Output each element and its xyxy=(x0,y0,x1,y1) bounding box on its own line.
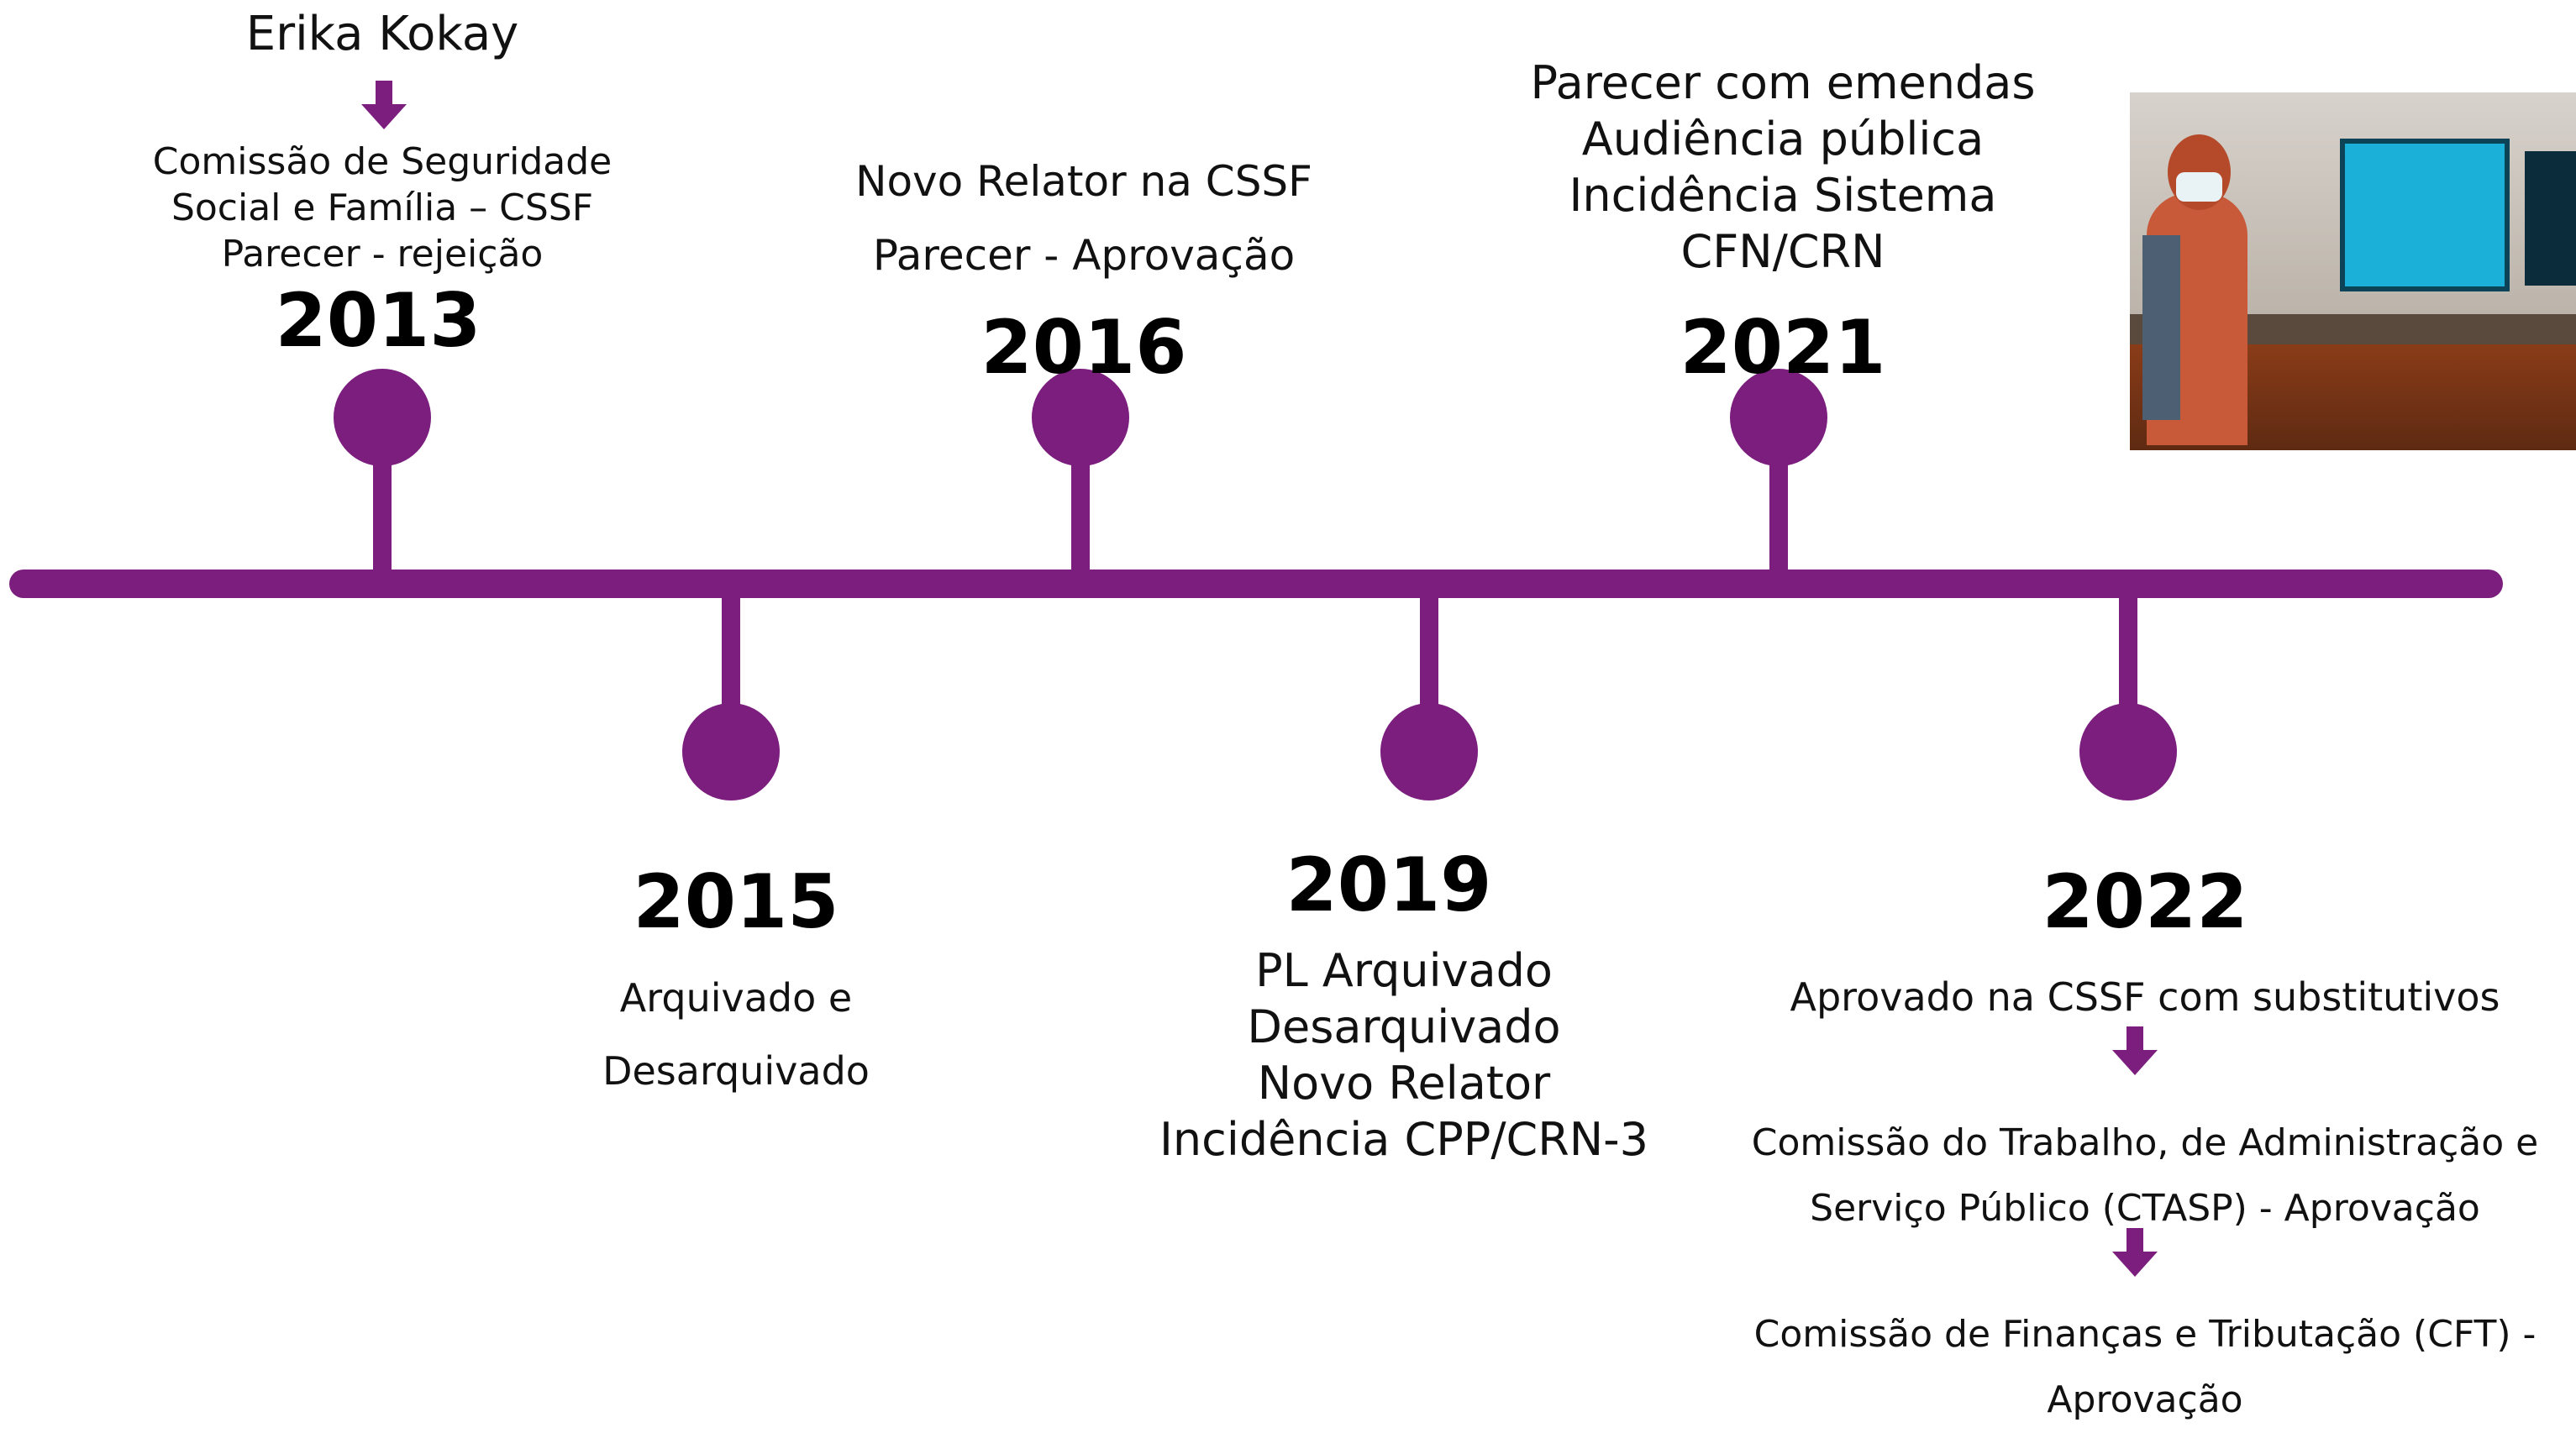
down-arrow-icon xyxy=(2112,1026,2158,1075)
event-2013-line: Social e Família – CSSF xyxy=(171,186,594,229)
year-2015: 2015 xyxy=(633,858,839,945)
node-2021 xyxy=(1730,369,1827,466)
event-2019-line: Novo Relator xyxy=(1257,1057,1551,1110)
year-2021: 2021 xyxy=(1680,304,1886,391)
year-2022: 2022 xyxy=(2042,858,2248,945)
event-2022-step-line: Aprovação xyxy=(2047,1378,2243,1421)
event-2022-step-line: Serviço Público (CTASP) - Aprovação xyxy=(1810,1187,2480,1230)
event-2016-line: Parecer - Aprovação xyxy=(872,231,1296,280)
audiencia-publica-photo xyxy=(2130,92,2576,450)
author-note: Erika Kokay xyxy=(245,7,519,61)
down-arrow-icon xyxy=(361,81,407,129)
event-2022-step-line: Comissão de Finanças e Tributação (CFT) … xyxy=(1753,1313,2537,1356)
event-2019-description: PL Arquivado Desarquivado Novo Relator I… xyxy=(1110,942,1698,1168)
event-2022-step-cft: Comissão de Finanças e Tributação (CFT) … xyxy=(1664,1302,2576,1433)
node-2022 xyxy=(2079,703,2177,800)
node-2015 xyxy=(682,703,780,800)
year-2019: 2019 xyxy=(1285,842,1492,928)
event-2016-description: Novo Relator na CSSF Parecer - Aprovação xyxy=(790,144,1378,292)
event-2022-step-ctasp: Comissão do Trabalho, de Administração e… xyxy=(1664,1110,2576,1241)
down-arrow-icon xyxy=(2112,1228,2158,1277)
node-2013 xyxy=(334,369,431,466)
event-2022-description: Aprovado na CSSF com substitutivos xyxy=(1790,974,2500,1020)
event-2013-description: Comissão de Seguridade Social e Família … xyxy=(88,139,676,277)
event-2021-line: Incidência Sistema xyxy=(1569,169,1997,222)
event-2013-line: Parecer - rejeição xyxy=(221,233,544,276)
year-2013: 2013 xyxy=(275,277,481,364)
node-2016 xyxy=(1032,369,1129,466)
event-2015-line: Arquivado e xyxy=(619,975,853,1021)
event-2021-line: Audiência pública xyxy=(1581,113,1985,165)
event-2019-line: PL Arquivado xyxy=(1255,944,1553,997)
event-2022-step-line: Comissão do Trabalho, de Administração e xyxy=(1751,1121,2539,1164)
event-2021-line: Parecer com emendas xyxy=(1530,56,2036,109)
event-2016-line: Novo Relator na CSSF xyxy=(855,157,1312,206)
event-2021-line: CFN/CRN xyxy=(1680,225,1885,278)
event-2013-line: Comissão de Seguridade xyxy=(152,140,612,183)
event-2015-description: Arquivado e Desarquivado xyxy=(442,962,1030,1108)
event-2015-line: Desarquivado xyxy=(602,1048,870,1094)
node-2019 xyxy=(1380,703,1478,800)
event-2019-line: Desarquivado xyxy=(1247,1000,1561,1053)
event-2019-line: Incidência CPP/CRN-3 xyxy=(1159,1113,1648,1166)
event-2021-description: Parecer com emendas Audiência pública In… xyxy=(1489,55,2077,280)
year-2016: 2016 xyxy=(980,304,1187,391)
